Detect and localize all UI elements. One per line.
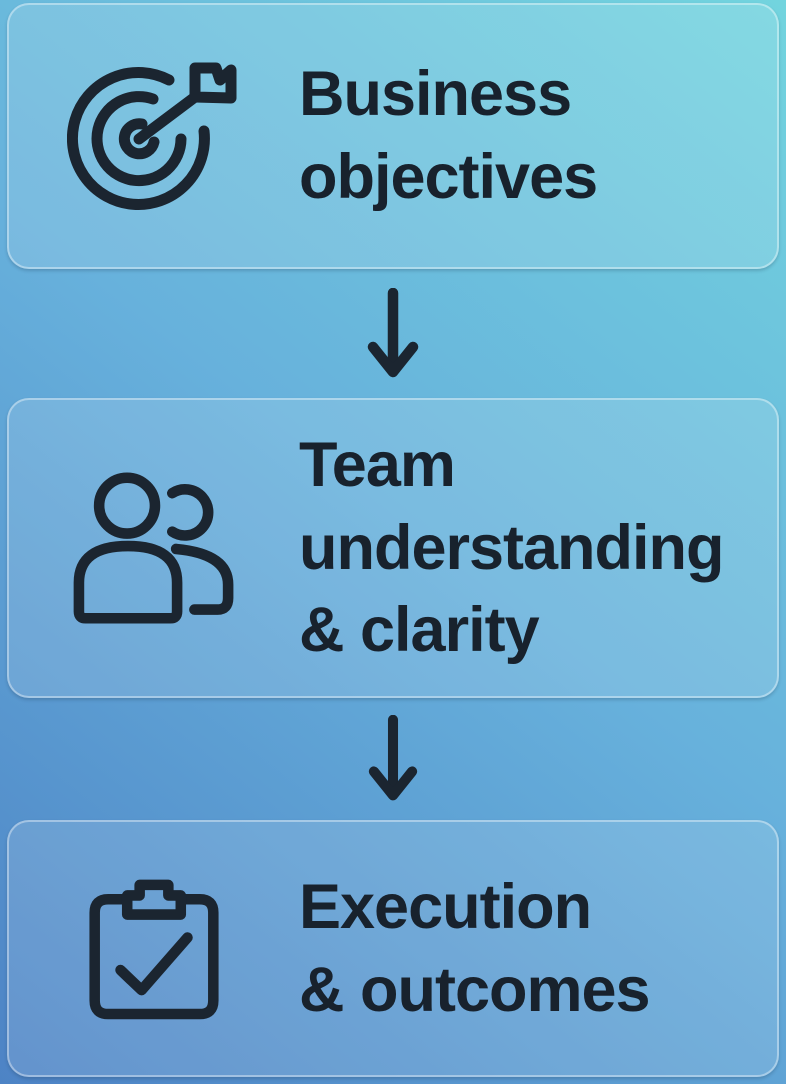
team-icon bbox=[9, 471, 299, 625]
label-line: Business bbox=[299, 59, 572, 130]
label-line: understanding bbox=[299, 512, 725, 583]
label-line: & outcomes bbox=[299, 954, 651, 1025]
step-card-business-objectives: Business objectives bbox=[7, 3, 779, 269]
target-icon-svg bbox=[66, 62, 236, 210]
step-card-team-understanding: Team understanding & clarity bbox=[7, 398, 779, 698]
flow-connector bbox=[7, 698, 779, 820]
team-icon-svg bbox=[73, 472, 234, 624]
step-label-execution-outcomes: Execution & outcomes bbox=[299, 866, 777, 1031]
step-label-team-understanding: Team understanding & clarity bbox=[299, 424, 777, 672]
clipboard-check-icon bbox=[9, 878, 299, 1020]
target-icon bbox=[9, 61, 299, 211]
clipboard-check-icon-svg bbox=[89, 879, 219, 1019]
flow-connector bbox=[7, 269, 779, 398]
step-label-business-objectives: Business objectives bbox=[299, 53, 777, 218]
arrow-down-icon bbox=[367, 287, 419, 377]
step-card-execution-outcomes: Execution & outcomes bbox=[7, 820, 779, 1077]
arrow-down-icon bbox=[368, 715, 418, 801]
label-line: & clarity bbox=[299, 595, 540, 666]
label-line: Team bbox=[299, 430, 456, 501]
label-line: Execution bbox=[299, 871, 592, 942]
label-line: objectives bbox=[299, 142, 598, 212]
